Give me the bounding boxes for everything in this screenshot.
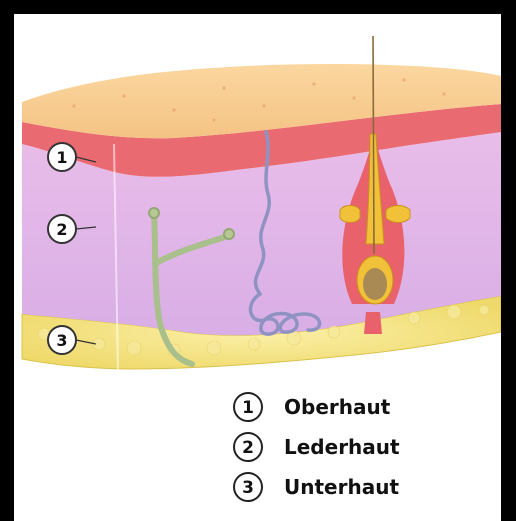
legend-2-number: 2 [242,438,254,458]
legend-3-label: Unterhaut [284,475,399,499]
skin-cross-section-diagram: 1 2 3 1 Oberhaut 2 [14,14,501,521]
legend-3-number: 3 [242,478,254,498]
legend-1-label: Oberhaut [284,395,391,419]
marker-1-number: 1 [56,148,67,167]
legend: 1 Oberhaut 2 Lederhaut 3 Unterhaut [234,393,400,501]
legend-item-3: 3 Unterhaut [234,473,399,501]
legend-item-1: 1 Oberhaut [234,393,391,421]
marker-2-number: 2 [56,220,67,239]
legend-2-label: Lederhaut [284,435,400,459]
legend-1-number: 1 [242,398,254,418]
marker-3-number: 3 [56,331,67,350]
diagram-panel: 1 2 3 1 Oberhaut 2 [14,14,501,521]
legend-item-2: 2 Lederhaut [234,433,400,461]
